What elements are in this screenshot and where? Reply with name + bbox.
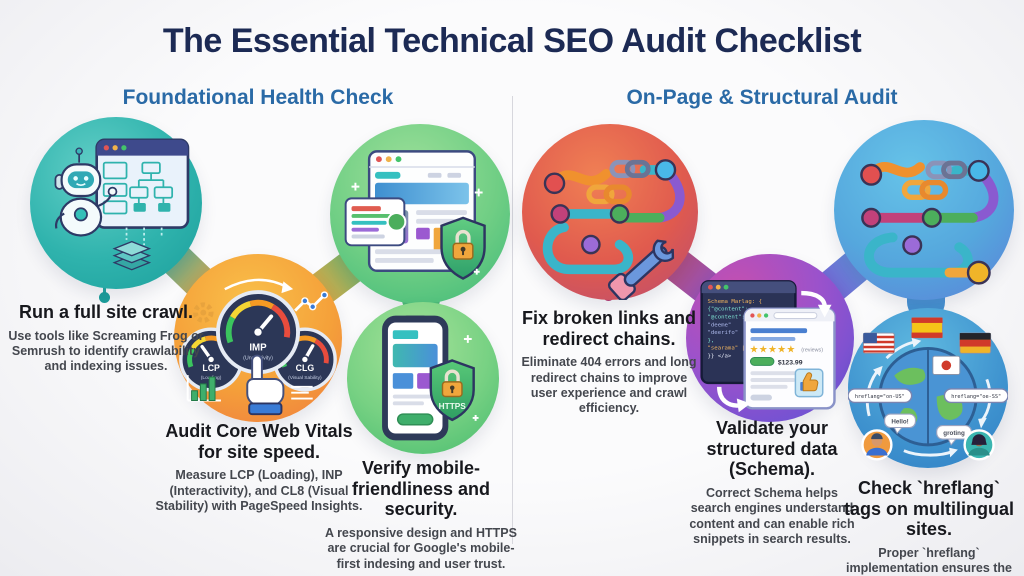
price-label: $123.99 — [778, 359, 803, 366]
schema-validation-illustration: Schema Marlag: { {"@content": "@content"… — [686, 254, 854, 422]
bar-chart-icon — [186, 375, 221, 402]
link-node-dots — [543, 159, 677, 255]
step-title: Validate your structured data (Schema). — [706, 418, 838, 480]
chain-link-icon — [586, 159, 651, 205]
link-node-dots — [860, 159, 991, 285]
step-title: Fix broken links and redirect chains. — [521, 308, 697, 349]
step-description: Use tools like Screaming Frog or Semrush… — [8, 328, 204, 374]
onpage-security-illustration — [330, 124, 510, 304]
page-title: The Essential Technical SEO Audit Checkl… — [162, 22, 862, 60]
code-line: }, — [707, 338, 714, 344]
step-hreflang: Check `hreflang` tags on multilingual si… — [838, 478, 1020, 576]
structure-pipes-illustration — [834, 120, 1014, 300]
core-web-vitals-illustration: LCP (Loading) CLG (Visual Sability) — [174, 254, 342, 422]
step-site-crawl: Run a full site crawl. Use tools like Sc… — [8, 302, 204, 374]
security-shield-icon — [440, 216, 486, 280]
star-rating: ★★★★★ — [749, 345, 795, 356]
step-structured-data: Validate your structured data (Schema). … — [688, 418, 856, 547]
speech-bubble-left-label: Hello! — [891, 419, 908, 426]
hreflang-tag-right: hreflang="oe-SS" — [943, 388, 1008, 404]
code-line: Schema Marlag: { — [707, 299, 762, 305]
trend-line-icon — [294, 291, 329, 312]
broken-links-illustration — [522, 124, 698, 300]
core-web-vitals-svg: LCP (Loading) CLG (Visual Sability) — [179, 278, 337, 416]
hreflang-globe-illustration: hreflang="on-US" hreflang="oe-SS" Hello!… — [848, 308, 1008, 468]
gauge-arc-arrow — [224, 278, 288, 291]
crawl-pointer-dot — [99, 292, 110, 303]
mobile-https-illustration: HTTPS — [347, 302, 499, 454]
step-description: Correct Schema helps search engines unde… — [689, 486, 855, 546]
flag-us-icon — [862, 332, 895, 354]
mobile-https-svg: HTTPS — [382, 315, 479, 441]
step-title: Run a full site crawl. — [18, 302, 194, 322]
code-line: "searama" | — [707, 346, 744, 352]
onpage-security-svg — [344, 150, 486, 280]
code-line: "@content": — [707, 314, 744, 320]
step-broken-links: Fix broken links and redirect chains. El… — [518, 308, 700, 416]
right-section-heading: On-Page & Structural Audit — [626, 86, 898, 109]
chain-link-icon — [901, 160, 968, 200]
hreflang-tag-right-label: hreflang="oe-SS" — [951, 394, 1001, 400]
step-core-web-vitals: Audit Core Web Vitals for site speed. Me… — [152, 421, 366, 514]
step-title: Verify mobile-friendliness and security. — [351, 458, 491, 520]
audit-card-icon — [344, 197, 407, 247]
rich-snippet-card-icon: ★★★★★ (reviews) $123.99 — [743, 307, 836, 410]
code-line: "deerifo" — [707, 330, 738, 336]
flag-spain-icon — [911, 317, 943, 339]
flag-japan-icon — [932, 355, 961, 375]
left-section-heading: Foundational Health Check — [122, 86, 394, 109]
sparkle-icons — [351, 182, 483, 275]
flow-arrow-icons — [717, 290, 832, 413]
step-description: Measure LCP (Loading), INP (Interactivit… — [155, 468, 363, 513]
sparkle-icons — [463, 335, 479, 421]
user-avatar-left — [861, 429, 893, 461]
schema-validation-svg: Schema Marlag: { {"@content": "@content"… — [700, 280, 836, 413]
gear-icon — [193, 302, 214, 323]
speech-bubble-right: groting — [936, 425, 972, 446]
thumbs-up-icon — [800, 372, 819, 392]
hreflang-globe-svg: hreflang="on-US" hreflang="oe-SS" Hello!… — [848, 317, 1008, 461]
code-line: {"@content": — [707, 307, 748, 313]
clg-sublabel: (Visual Sability) — [288, 375, 322, 381]
flag-germany-icon — [959, 332, 992, 354]
user-avatar-right — [963, 429, 995, 461]
hreflang-tag-left-label: hreflang="on-US" — [855, 394, 905, 400]
step-description: A responsive design and HTTPS are crucia… — [325, 526, 517, 571]
site-crawl-svg — [54, 138, 190, 271]
broken-links-svg — [542, 159, 685, 300]
speech-bubble-left: Hello! — [884, 413, 917, 435]
pages-stack-icon — [112, 240, 152, 271]
lcp-label: LCP — [202, 363, 220, 373]
robot-icon — [54, 147, 118, 237]
step-description: Proper `hreflang` implementation ensures… — [845, 546, 1012, 576]
smartphone-icon — [382, 315, 449, 441]
site-crawl-illustration — [30, 117, 202, 289]
text-lines-icon — [291, 385, 313, 400]
step-title: Audit Core Web Vitals for site speed. — [165, 421, 353, 462]
step-title: Check `hreflang` tags on multilingual si… — [844, 478, 1014, 540]
section-divider — [512, 96, 513, 544]
clg-label: CLG — [296, 363, 315, 373]
reviews-label: (reviews) — [801, 348, 823, 354]
https-label: HTTPS — [439, 402, 467, 411]
speech-bubble-right-label: groting — [943, 430, 965, 437]
https-shield-icon: HTTPS — [429, 359, 475, 422]
structure-pipes-svg — [860, 159, 999, 285]
wrench-icon — [607, 239, 675, 300]
imp-gauge-icon: IMP (Unnectivity) — [216, 290, 300, 375]
hand-cursor-icon — [246, 354, 285, 416]
step-description: Eliminate 404 errors and long redirect c… — [521, 355, 697, 416]
code-line: }} </a> — [707, 354, 731, 360]
code-line: "deeme" — [707, 322, 731, 328]
hreflang-tag-left: hreflang="on-US" — [848, 388, 913, 404]
step-mobile-security: Verify mobile-friendliness and security.… — [325, 458, 517, 572]
imp-label: IMP — [249, 343, 267, 354]
